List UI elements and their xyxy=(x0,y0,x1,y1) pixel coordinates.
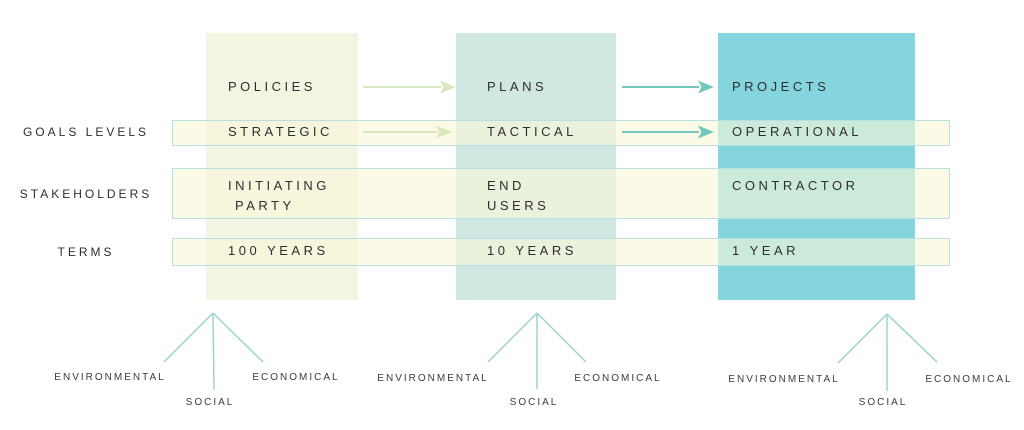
pillar-label-economical: ECONOMICAL xyxy=(252,372,340,383)
row-label-goals-levels: GOALS LEVELS xyxy=(22,125,150,139)
arrow-policies-to-plans xyxy=(363,80,456,94)
sustainability-tree-plans xyxy=(487,312,587,389)
term-1-year: 1 YEAR xyxy=(732,243,800,258)
sustainability-tree-projects xyxy=(837,313,938,391)
pillar-label-environmental: ENVIRONMENTAL xyxy=(377,373,489,384)
goal-level-strategic: STRATEGIC xyxy=(228,124,333,139)
pillar-label-social: SOCIAL xyxy=(185,397,235,408)
pillar-label-social: SOCIAL xyxy=(509,397,559,408)
row-label-stakeholders: STAKEHOLDERS xyxy=(19,187,153,201)
plans-column-title: PLANS xyxy=(487,79,548,94)
pillar-label-environmental: ENVIRONMENTAL xyxy=(54,372,166,383)
projects-column-title: PROJECTS xyxy=(732,79,830,94)
pillar-label-economical: ECONOMICAL xyxy=(574,373,662,384)
pillar-label-social: SOCIAL xyxy=(858,397,908,408)
policies-column-title: POLICIES xyxy=(228,79,316,94)
stakeholder-initiating-party-line1: INITIATING xyxy=(228,178,330,193)
stakeholder-end-users-line1: END xyxy=(487,178,525,193)
pillar-label-environmental: ENVIRONMENTAL xyxy=(728,374,840,385)
sustainability-tree-policies xyxy=(163,312,264,391)
stakeholder-initiating-party-line2: PARTY xyxy=(235,198,295,213)
goals-levels-band xyxy=(172,120,950,146)
goal-level-operational: OPERATIONAL xyxy=(732,124,863,139)
stakeholders-band xyxy=(172,168,950,219)
term-10-years: 10 YEARS xyxy=(487,243,577,258)
arrow-plans-to-projects xyxy=(622,80,714,94)
terms-band xyxy=(172,238,950,266)
row-label-terms: TERMS xyxy=(57,245,115,259)
stakeholder-end-users-line2: USERS xyxy=(487,198,550,213)
term-100-years: 100 YEARS xyxy=(228,243,329,258)
goal-level-tactical: TACTICAL xyxy=(487,124,577,139)
stakeholder-contractor: CONTRACTOR xyxy=(732,178,859,193)
pillar-label-economical: ECONOMICAL xyxy=(925,374,1013,385)
